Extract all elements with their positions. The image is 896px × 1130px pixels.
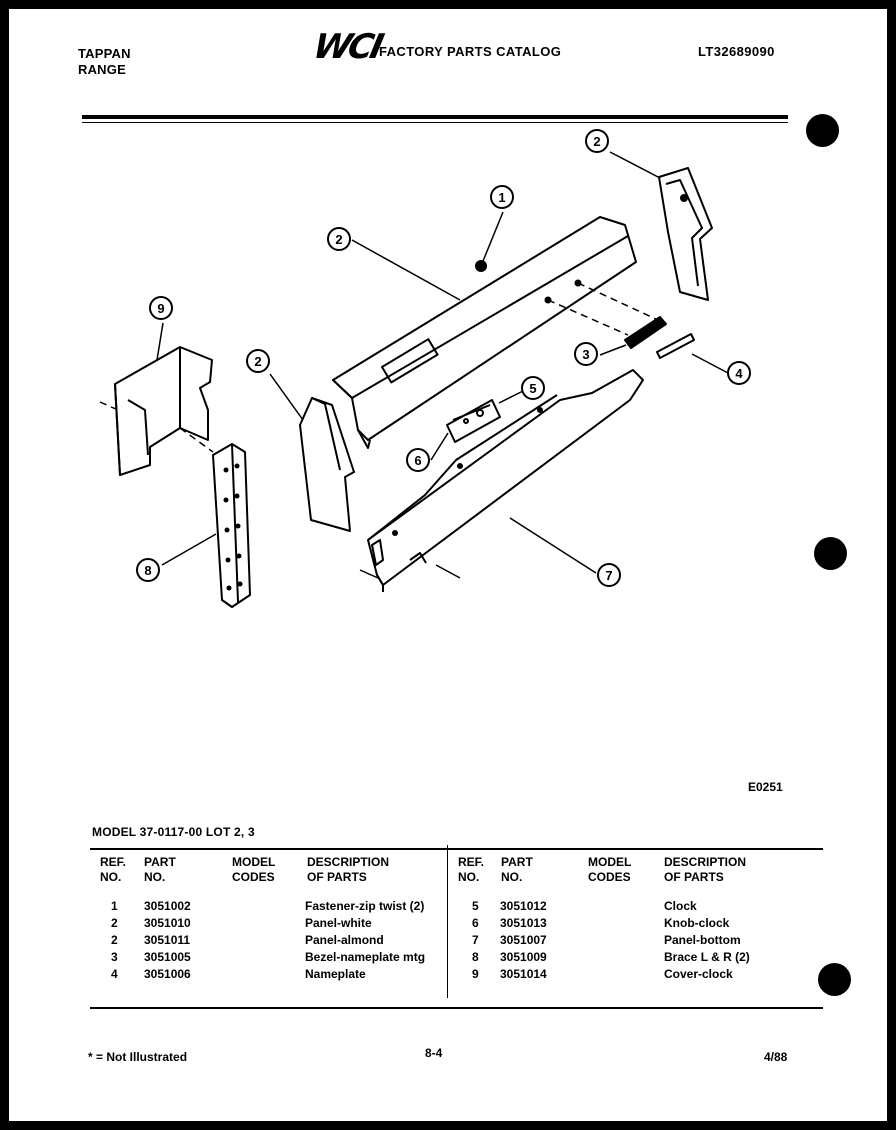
product-label: TAPPAN RANGE [78,46,131,78]
part-description: Knob-clock [664,916,730,930]
header-description: DESCRIPTION OF PARTS [307,855,390,884]
catalog-code: LT32689090 [698,44,775,59]
binder-hole-middle [814,537,847,570]
header-description: DESCRIPTION OF PARTS [664,855,747,884]
header-part-no: PART NO. [501,855,533,884]
part-no: 3051014 [500,967,547,981]
ref-no: 2 [111,916,118,930]
part-no: 3051006 [144,967,191,981]
callout-2-panel: 2 [327,227,351,251]
part-description: Panel-almond [305,933,384,947]
callout-2-end-left: 2 [246,349,270,373]
ref-no: 1 [111,899,118,913]
callout-label: 2 [254,353,262,369]
header-rule [82,115,788,119]
callout-label: 8 [144,562,152,578]
clock-cover-part [114,346,213,476]
callout-label: 7 [605,567,613,583]
binder-hole-top [806,114,839,147]
clock-part [446,399,501,443]
table-bottom-rule [90,1007,823,1009]
ref-no: 9 [472,967,479,981]
brace-part [212,443,251,608]
ref-no: 3 [111,950,118,964]
ref-no: 5 [472,899,479,913]
model-line: MODEL 37-0117-00 LOT 2, 3 [92,825,255,839]
part-description: Brace L & R (2) [664,950,750,964]
part-description: Fastener-zip twist (2) [305,899,425,913]
bezel-part [624,316,667,349]
part-description: Nameplate [305,967,366,981]
part-description: Cover-clock [664,967,733,981]
end-panel-left-part [299,397,355,532]
part-no: 3051012 [500,899,547,913]
callout-3: 3 [574,342,598,366]
page-number: 8-4 [425,1046,443,1060]
header-model-codes: MODEL CODES [232,855,276,884]
bottom-panel-part [367,369,644,592]
callout-label: 5 [529,380,537,396]
header-model-codes: MODEL CODES [588,855,632,884]
callout-2-end-right: 2 [585,129,609,153]
callout-label: 3 [582,346,590,362]
callout-8: 8 [136,558,160,582]
end-panel-right-part [658,167,713,301]
callout-9: 9 [149,296,173,320]
part-description: Panel-bottom [664,933,741,947]
header-rule-thin [82,122,788,123]
part-description: Panel-white [305,916,372,930]
callout-label: 2 [593,133,601,149]
part-no: 3051009 [500,950,547,964]
part-no: 3051010 [144,916,191,930]
callout-1: 1 [490,185,514,209]
table-divider [447,845,448,998]
callout-6: 6 [406,448,430,472]
part-no: 3051013 [500,916,547,930]
header-ref-no: REF. NO. [458,855,485,884]
ref-no: 7 [472,933,479,947]
diagram-code: E0251 [748,780,783,794]
callout-label: 4 [735,365,743,381]
part-no: 3051005 [144,950,191,964]
callout-label: 6 [414,452,422,468]
catalog-title: FACTORY PARTS CATALOG [379,44,562,59]
brand-name: TAPPAN [78,46,131,61]
ref-no: 6 [472,916,479,930]
footnote: * = Not Illustrated [88,1050,188,1064]
table-top-rule [90,848,823,850]
callout-label: 9 [157,300,165,316]
header-ref-no: REF. NO. [100,855,127,884]
callout-label: 2 [335,231,343,247]
binder-hole-bottom [818,963,851,996]
callout-label: 1 [498,189,506,205]
callout-5: 5 [521,376,545,400]
catalog-date: 4/88 [764,1050,788,1064]
part-description: Bezel-nameplate mtg [305,950,426,964]
product-type: RANGE [78,62,126,77]
control-panel-part [332,216,637,449]
header-part-no: PART NO. [144,855,176,884]
nameplate-part [656,333,695,359]
part-no: 3051002 [144,899,191,913]
part-description: Clock [664,899,697,913]
part-no: 3051007 [500,933,547,947]
part-no: 3051011 [144,933,191,947]
ref-no: 8 [472,950,479,964]
ref-no: 4 [111,967,118,981]
callout-7: 7 [597,563,621,587]
callout-4: 4 [727,361,751,385]
ref-no: 2 [111,933,118,947]
